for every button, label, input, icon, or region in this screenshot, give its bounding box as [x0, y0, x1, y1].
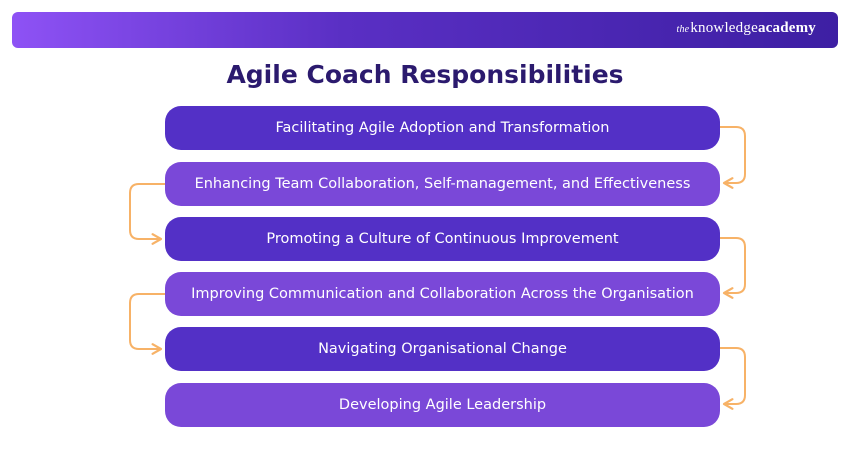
step-3: Promoting a Culture of Continuous Improv…	[165, 217, 720, 261]
connector-2-3	[129, 183, 165, 245]
step-5: Navigating Organisational Change	[165, 327, 720, 371]
page-title: Agile Coach Responsibilities	[226, 60, 624, 89]
connector-4-5	[129, 293, 165, 355]
connector-1-2	[720, 126, 746, 189]
logo-academy: academy	[757, 20, 816, 36]
logo-the: the	[676, 24, 690, 35]
step-1: Facilitating Agile Adoption and Transfor…	[165, 106, 720, 150]
step-2: Enhancing Team Collaboration, Self-manag…	[165, 162, 720, 206]
step-4: Improving Communication and Collaboratio…	[165, 272, 720, 316]
connector-5-6	[720, 347, 746, 410]
connector-3-4	[720, 237, 746, 299]
header-banner: theknowledgeacademy	[12, 12, 838, 48]
step-6: Developing Agile Leadership	[165, 383, 720, 427]
brand-logo[interactable]: theknowledgeacademy	[676, 20, 816, 37]
logo-knowledge: knowledge	[690, 20, 758, 36]
